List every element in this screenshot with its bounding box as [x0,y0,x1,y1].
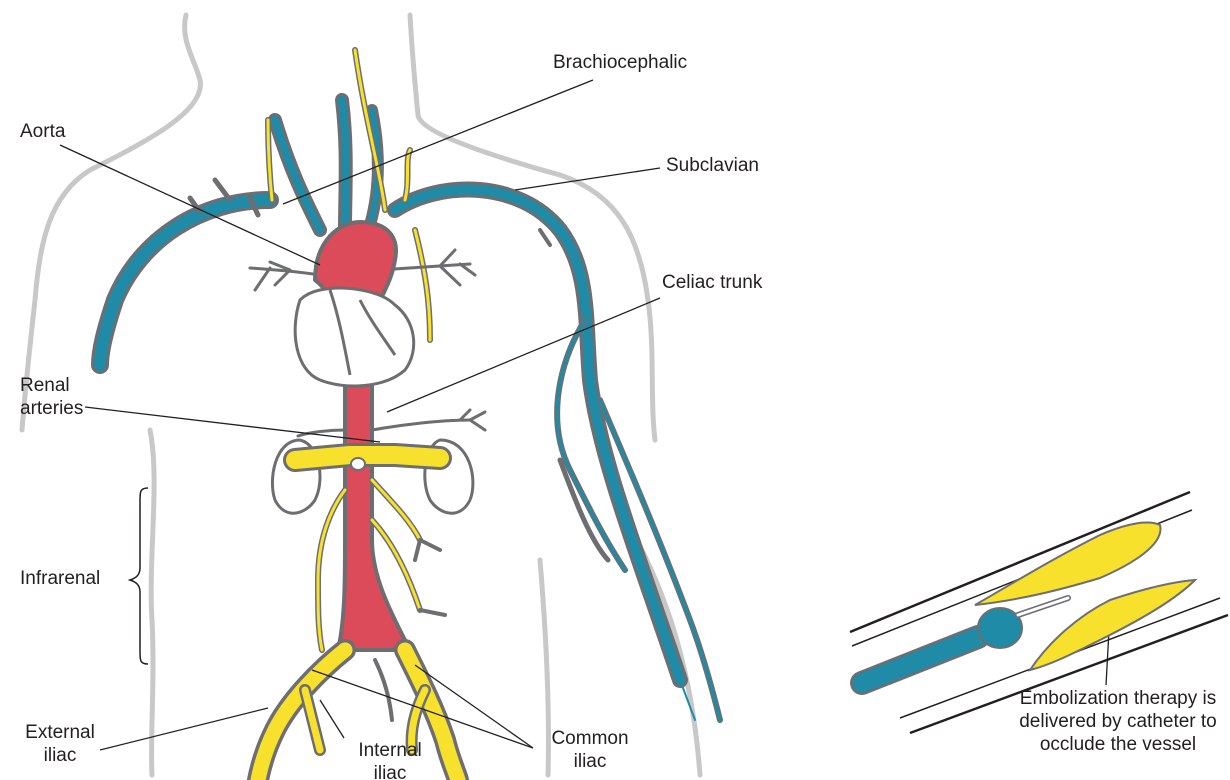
infrarenal-brace [130,488,148,664]
label-brachiocephalic: Brachiocephalic [553,52,687,74]
label-embolization-line2: delivered by catheter to [1008,711,1228,733]
label-common-iliac-line1: Common [545,728,635,750]
celiac-trunk-branch [298,410,485,436]
label-celiac-trunk: Celiac trunk [662,272,762,294]
label-internal-iliac-line2: iliac [345,763,435,780]
label-infrarenal: Infrarenal [20,568,100,590]
label-embolization-line1: Embolization therapy is [1008,688,1228,710]
label-embolization-line3: occlude the vessel [1008,734,1228,756]
heart [295,288,414,386]
label-external-iliac-line1: External [15,722,105,744]
label-common-iliac-line2: iliac [545,751,635,773]
label-renal-arteries-line2: arteries [20,398,83,420]
label-renal-arteries-line1: Renal [20,375,70,397]
left-subclavian-vessel [100,180,270,365]
label-aorta: Aorta [20,121,65,143]
label-external-iliac-line2: iliac [15,745,105,767]
plaque-lower [1030,580,1195,670]
label-internal-iliac-line1: Internal [345,740,435,762]
label-subclavian: Subclavian [666,155,759,177]
